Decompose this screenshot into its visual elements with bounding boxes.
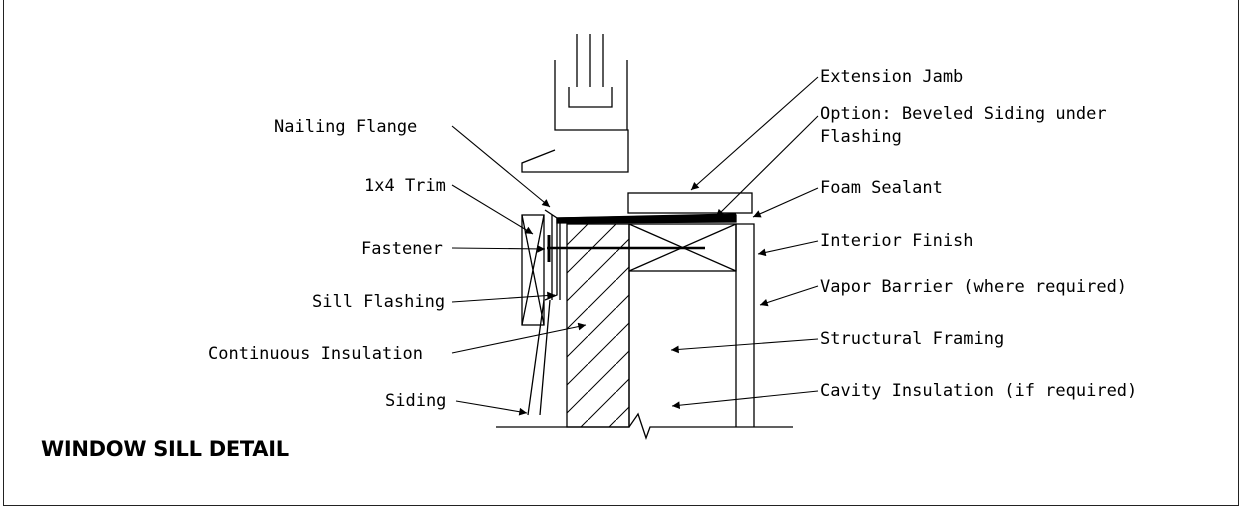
trim-1x4	[521, 214, 545, 326]
label-sill-flashing: Sill Flashing	[312, 292, 446, 312]
label-fastener: Fastener	[361, 239, 443, 259]
window-frame	[521, 60, 629, 173]
window-glazing	[568, 34, 613, 108]
nailing-flange	[551, 215, 561, 300]
label-option-beveled-siding-2: Flashing	[820, 127, 902, 147]
label-option-beveled-siding-1: Option: Beveled Siding under	[820, 104, 1107, 124]
ground-line	[496, 412, 793, 440]
label-interior-finish: Interior Finish	[820, 231, 974, 251]
label-extension-jamb: Extension Jamb	[820, 67, 964, 87]
interior-finish	[736, 223, 755, 427]
leader-continuous-insulation	[451, 322, 587, 354]
leader-1x4-trim	[451, 184, 534, 235]
leader-nailing-flange	[451, 125, 551, 208]
leader-siding	[455, 400, 528, 416]
label-1x4-trim: 1x4 Trim	[364, 176, 446, 196]
label-continuous-insulation: Continuous Insulation	[208, 344, 423, 364]
continuous-insulation	[566, 223, 630, 428]
leader-interior-finish	[757, 240, 819, 257]
label-vapor-barrier: Vapor Barrier (where required)	[820, 277, 1128, 297]
leader-sill-flashing	[451, 291, 556, 303]
sill-flashing	[544, 209, 558, 301]
leader-fastener	[451, 245, 546, 253]
extension-jamb	[627, 192, 753, 214]
leader-vapor-barrier	[759, 285, 819, 307]
leader-option-beveled	[715, 115, 819, 218]
structural-framing-outline	[628, 224, 737, 427]
leader-cavity-insulation	[671, 390, 819, 410]
leader-structural-framing	[670, 338, 819, 354]
siding	[527, 299, 551, 416]
leader-foam-sealant	[752, 187, 819, 218]
leader-extension-jamb	[690, 76, 819, 191]
label-siding: Siding	[385, 391, 447, 411]
label-structural-framing: Structural Framing	[820, 329, 1005, 349]
label-nailing-flange: Nailing Flange	[274, 117, 418, 137]
label-cavity-insulation: Cavity Insulation (if required)	[820, 381, 1138, 401]
drawing-title: WINDOW SILL DETAIL	[41, 437, 289, 461]
label-foam-sealant: Foam Sealant	[820, 178, 943, 198]
